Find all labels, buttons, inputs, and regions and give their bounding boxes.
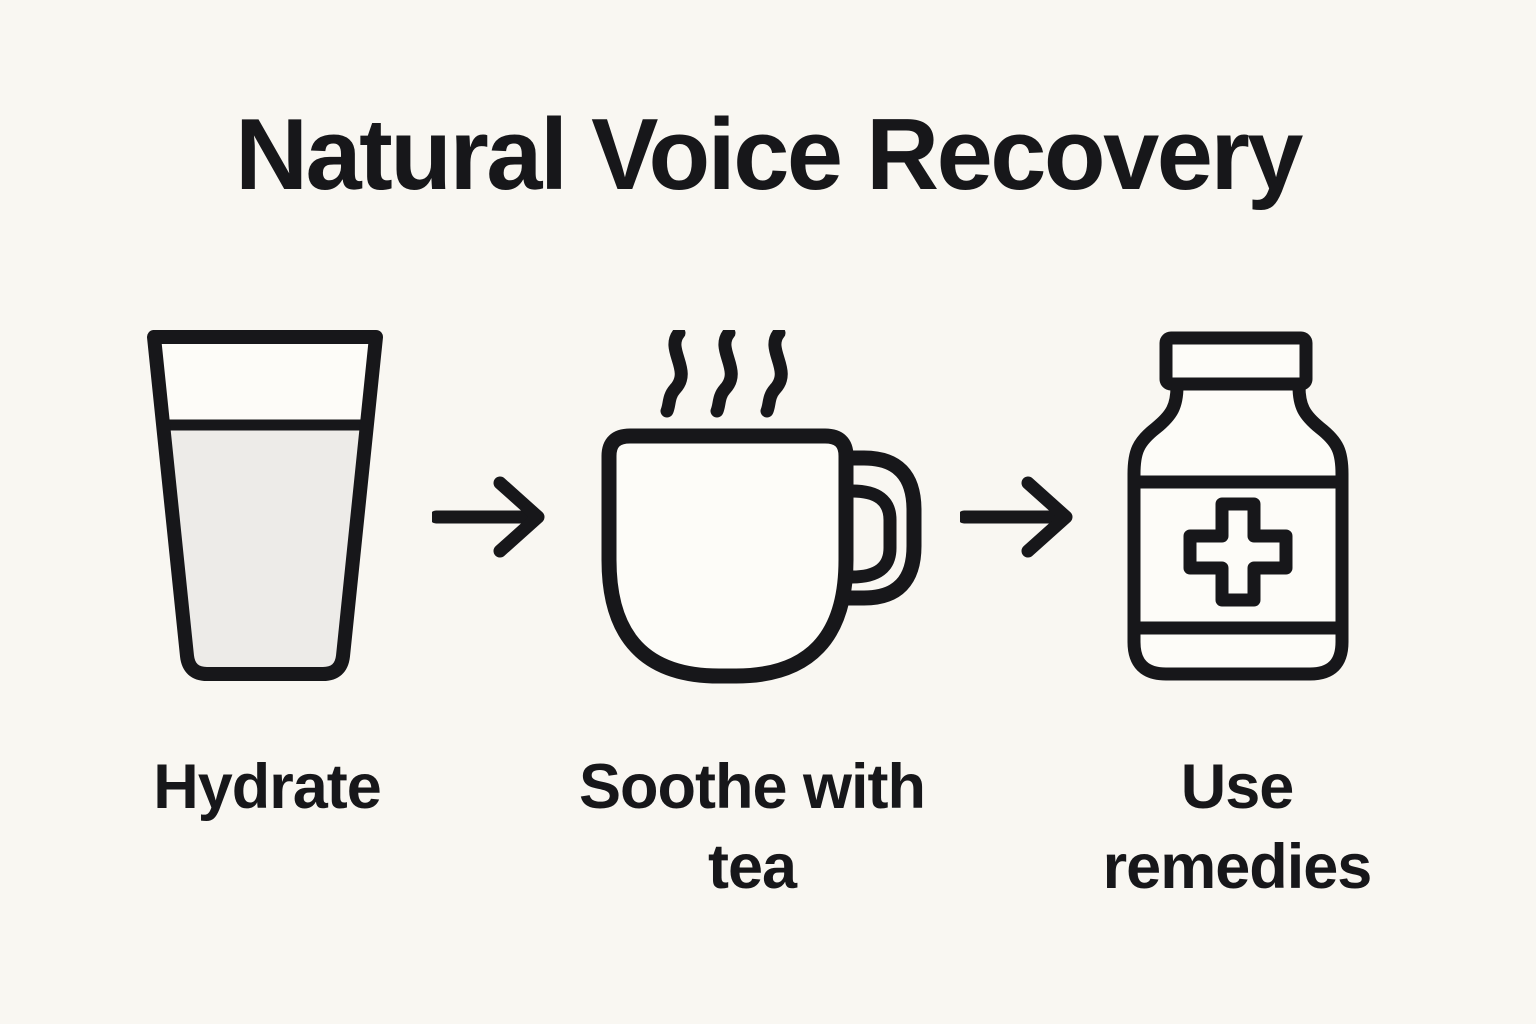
- medicine-bottle-graphic: [1127, 331, 1349, 681]
- arrow-right-graphic: [432, 476, 545, 558]
- step-label-use-remedies: Use remedies: [1102, 752, 1373, 902]
- medical-cross-icon: [1183, 497, 1293, 607]
- arrow-right-graphic: [960, 476, 1073, 558]
- page-title: Natural Voice Recovery: [235, 99, 1303, 211]
- step-label-hydrate: Hydrate: [153, 752, 382, 822]
- steaming-mug-icon: [600, 330, 925, 685]
- medicine-bottle-icon: [1126, 330, 1350, 682]
- arrow-right-icon: [432, 473, 548, 561]
- water-glass-icon: [145, 328, 385, 683]
- arrow-right-icon: [960, 473, 1076, 561]
- step-label-soothe-with-tea: Soothe with tea: [579, 752, 926, 902]
- water-glass-graphic: [147, 330, 383, 681]
- steaming-mug-graphic: [601, 330, 922, 684]
